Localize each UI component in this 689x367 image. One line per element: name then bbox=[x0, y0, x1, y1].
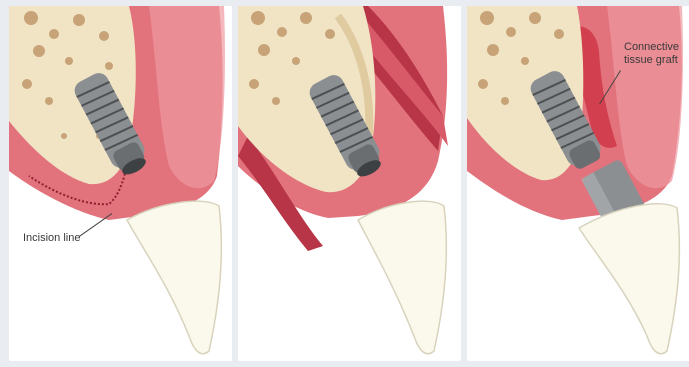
tooth-crown-icon bbox=[358, 201, 446, 354]
panel-incision: Incision line bbox=[9, 6, 232, 361]
tooth-crown-icon bbox=[127, 201, 221, 354]
graft-label-line2: tissue graft bbox=[624, 54, 679, 67]
panel-graft: Connective tissue graft bbox=[467, 6, 689, 361]
panel-flap bbox=[238, 6, 461, 361]
incision-line-label: Incision line bbox=[23, 232, 80, 245]
panel-incision-illustration bbox=[9, 6, 232, 361]
graft-label: Connective tissue graft bbox=[624, 41, 679, 67]
panel-flap-illustration bbox=[238, 6, 461, 361]
tooth-crown-icon bbox=[579, 204, 679, 354]
graft-label-line1: Connective bbox=[624, 41, 679, 54]
